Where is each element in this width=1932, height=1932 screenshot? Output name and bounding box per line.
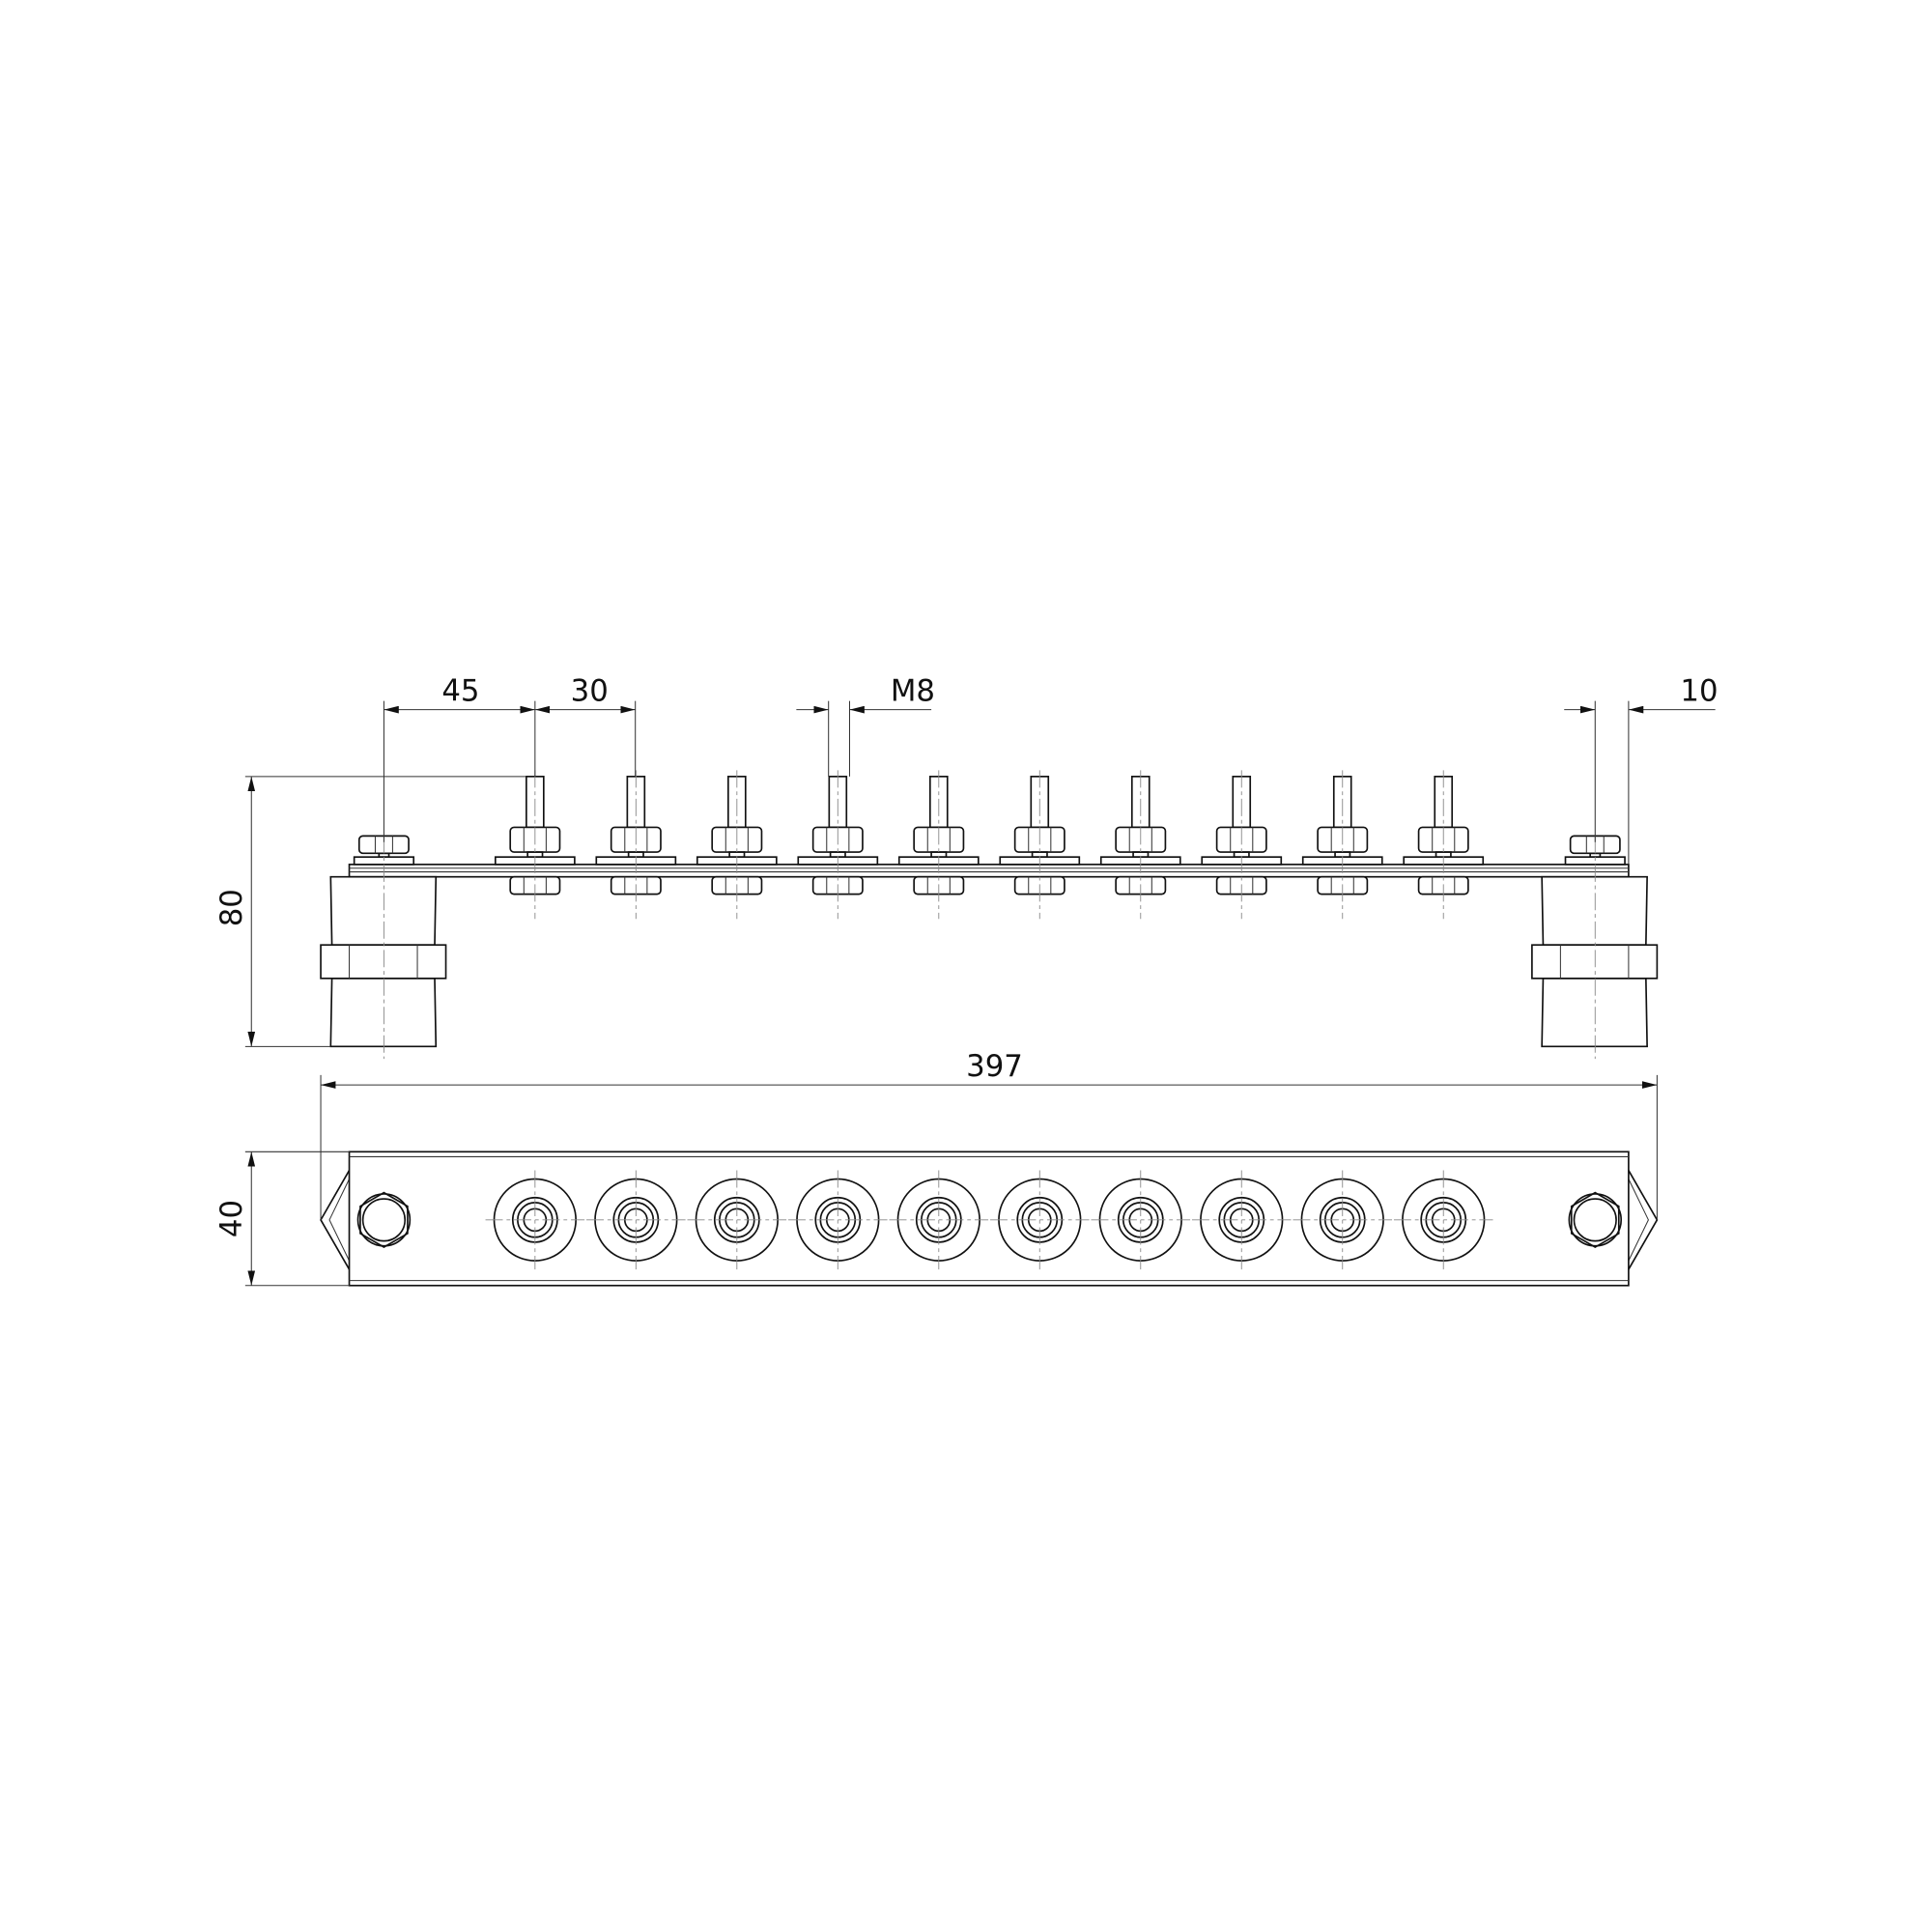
end-bolt xyxy=(353,835,415,1060)
dim-edge-offset: 10 xyxy=(1680,674,1718,709)
stud-top xyxy=(788,1170,888,1270)
dim-stud-pitch: 30 xyxy=(571,674,609,709)
stud xyxy=(696,770,778,920)
stud xyxy=(494,770,576,920)
stud-top xyxy=(1191,1170,1292,1270)
stud xyxy=(1201,770,1283,920)
dim-overall-length: 397 xyxy=(966,1049,1023,1084)
dim-height: 80 xyxy=(214,889,249,926)
stud xyxy=(1403,770,1485,920)
end-hole xyxy=(1568,1191,1623,1248)
dimensions: 45 30 M8 10 80 397 40 xyxy=(214,674,1719,1287)
dim-thread: M8 xyxy=(891,674,935,709)
top-view xyxy=(320,1151,1659,1287)
stud-top xyxy=(485,1170,585,1270)
side-view xyxy=(320,770,1659,1060)
stud-top xyxy=(1293,1170,1393,1270)
busbar-plate xyxy=(348,864,1630,878)
stud-top xyxy=(1393,1170,1493,1270)
stud xyxy=(897,770,980,920)
busbar-plate-top xyxy=(348,1151,1630,1287)
end-hole xyxy=(356,1191,412,1248)
stud-top xyxy=(889,1170,989,1270)
left-insulator xyxy=(320,875,447,1048)
stud xyxy=(595,770,677,920)
stud xyxy=(1301,770,1383,920)
stud-top xyxy=(687,1170,787,1270)
dim-width: 40 xyxy=(214,1200,249,1237)
stud xyxy=(1099,770,1181,920)
right-insulator xyxy=(1531,875,1659,1048)
stud-top xyxy=(990,1170,1090,1270)
stud-top xyxy=(586,1170,686,1270)
end-bolt xyxy=(1564,835,1626,1060)
stud xyxy=(999,770,1081,920)
stud xyxy=(797,770,879,920)
stud-top xyxy=(1091,1170,1191,1270)
dim-end-offset: 45 xyxy=(441,674,479,709)
